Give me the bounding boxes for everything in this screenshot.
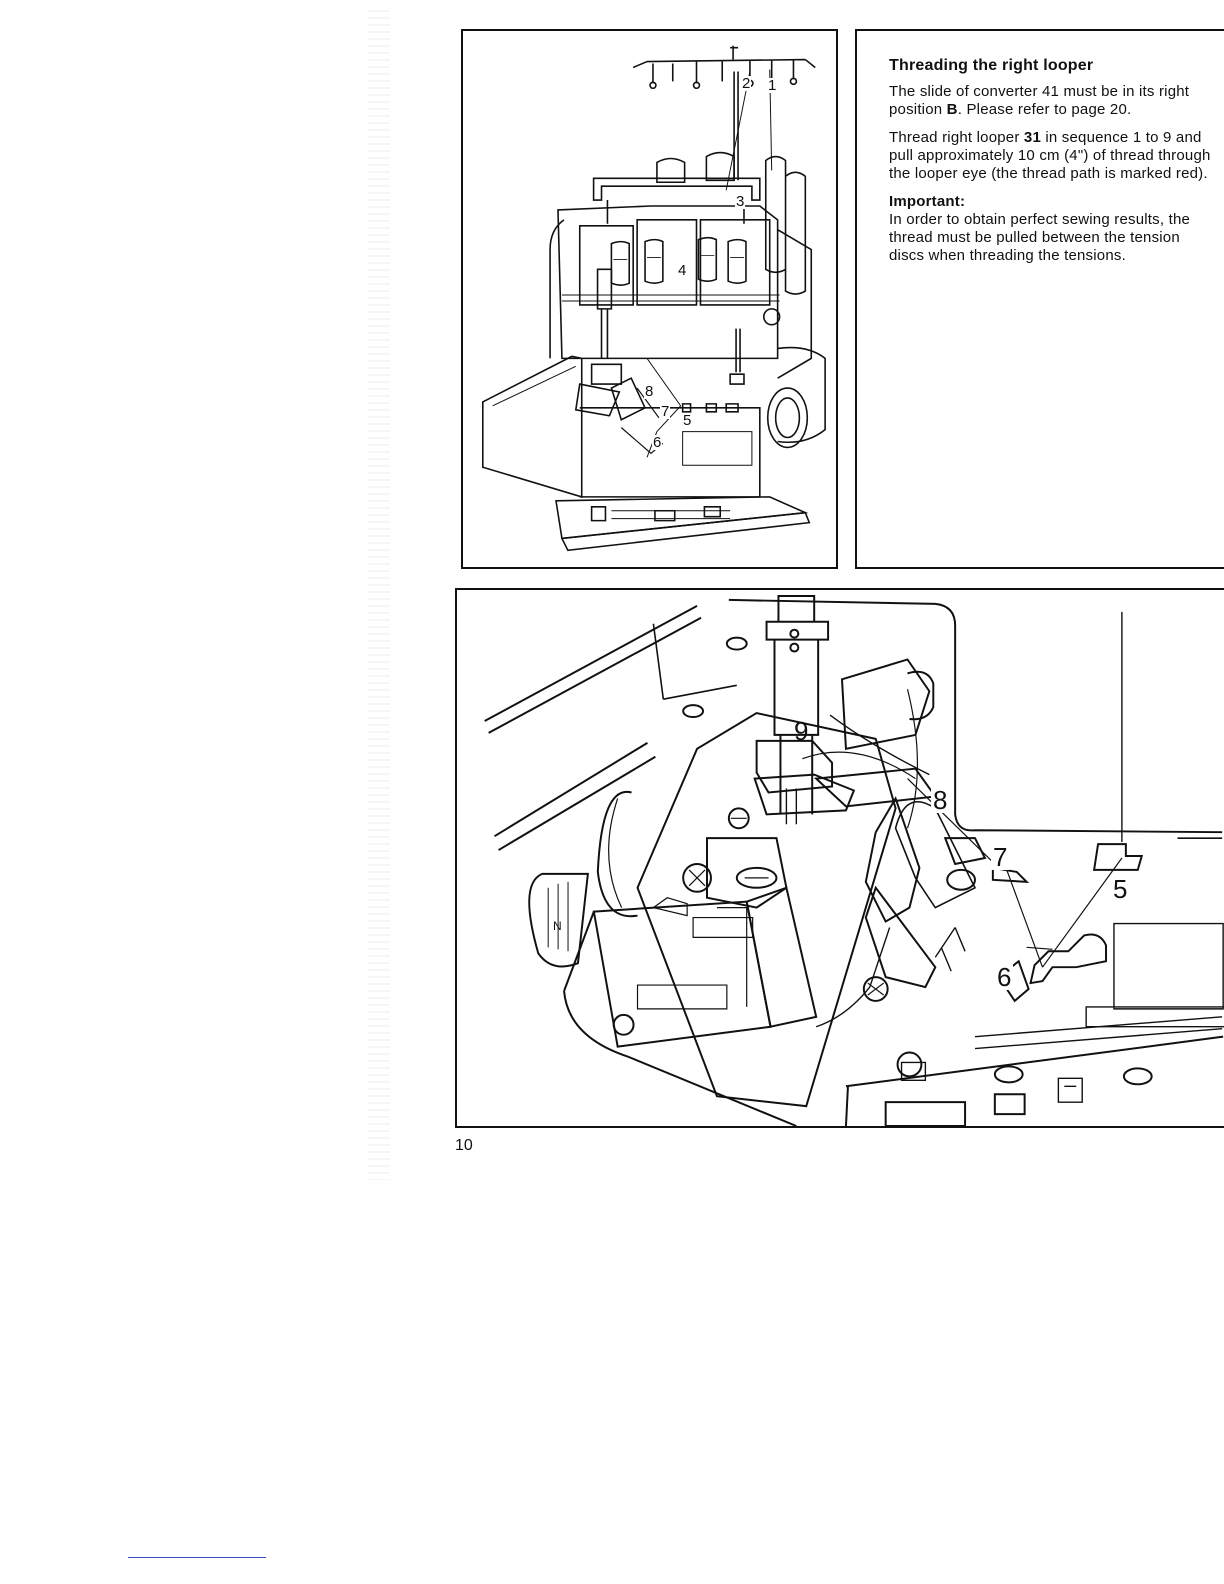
important-note: Important:In order to obtain perfect sew… (889, 193, 1219, 265)
paragraph-1-tail: . Please refer to page 20. (957, 101, 1132, 118)
section-title: Threading the right looper (889, 57, 1094, 74)
binding-scan-noise (368, 10, 390, 1180)
page-number: 10 (455, 1137, 473, 1154)
paragraph-1-text: The slide of converter 41 must be in its… (889, 83, 1190, 118)
callout-1: 1 (767, 77, 778, 94)
threading-paragraph: Thread right looper 31 in sequence 1 to … (889, 129, 1219, 183)
important-text: In order to obtain perfect sewing result… (889, 211, 1191, 264)
paragraph-2-text: Thread right looper (889, 129, 1024, 146)
important-heading: Important: (889, 193, 966, 210)
callout-7: 7 (660, 403, 671, 420)
converter-paragraph: The slide of converter 41 must be in its… (889, 83, 1219, 119)
callout-5: 5 (682, 412, 693, 429)
callout-8: 8 (931, 785, 950, 815)
looper-closeup-drawing (484, 594, 1224, 1126)
instructions-box: Threading the right looper The slide of … (855, 29, 1224, 569)
callout-8: 8 (644, 383, 655, 400)
instructions-column: Threading the right looper The slide of … (889, 57, 1219, 275)
paragraph-2-bold: 31 (1023, 129, 1041, 146)
callout-7: 7 (991, 842, 1010, 872)
callout-6: 6 (652, 434, 663, 451)
callout-3: 3 (735, 193, 746, 210)
paragraph-2-tail: in sequence 1 to 9 and pull approximatel… (889, 129, 1211, 182)
looper-closeup-figure: 9 8 7 5 6 N (455, 588, 1224, 1128)
machine-overview-figure: 2 1 3 4 8 7 5 6 (461, 29, 838, 569)
footer-rule (128, 1557, 266, 1558)
dial-letter: N (553, 919, 562, 933)
callout-9: 9 (794, 716, 809, 746)
callout-2: 2 (741, 75, 752, 92)
machine-overview-drawing (481, 45, 826, 552)
callout-5: 5 (1111, 874, 1130, 904)
paragraph-1-bold: B (946, 101, 958, 118)
callout-6: 6 (995, 962, 1014, 992)
callout-4: 4 (677, 262, 688, 279)
